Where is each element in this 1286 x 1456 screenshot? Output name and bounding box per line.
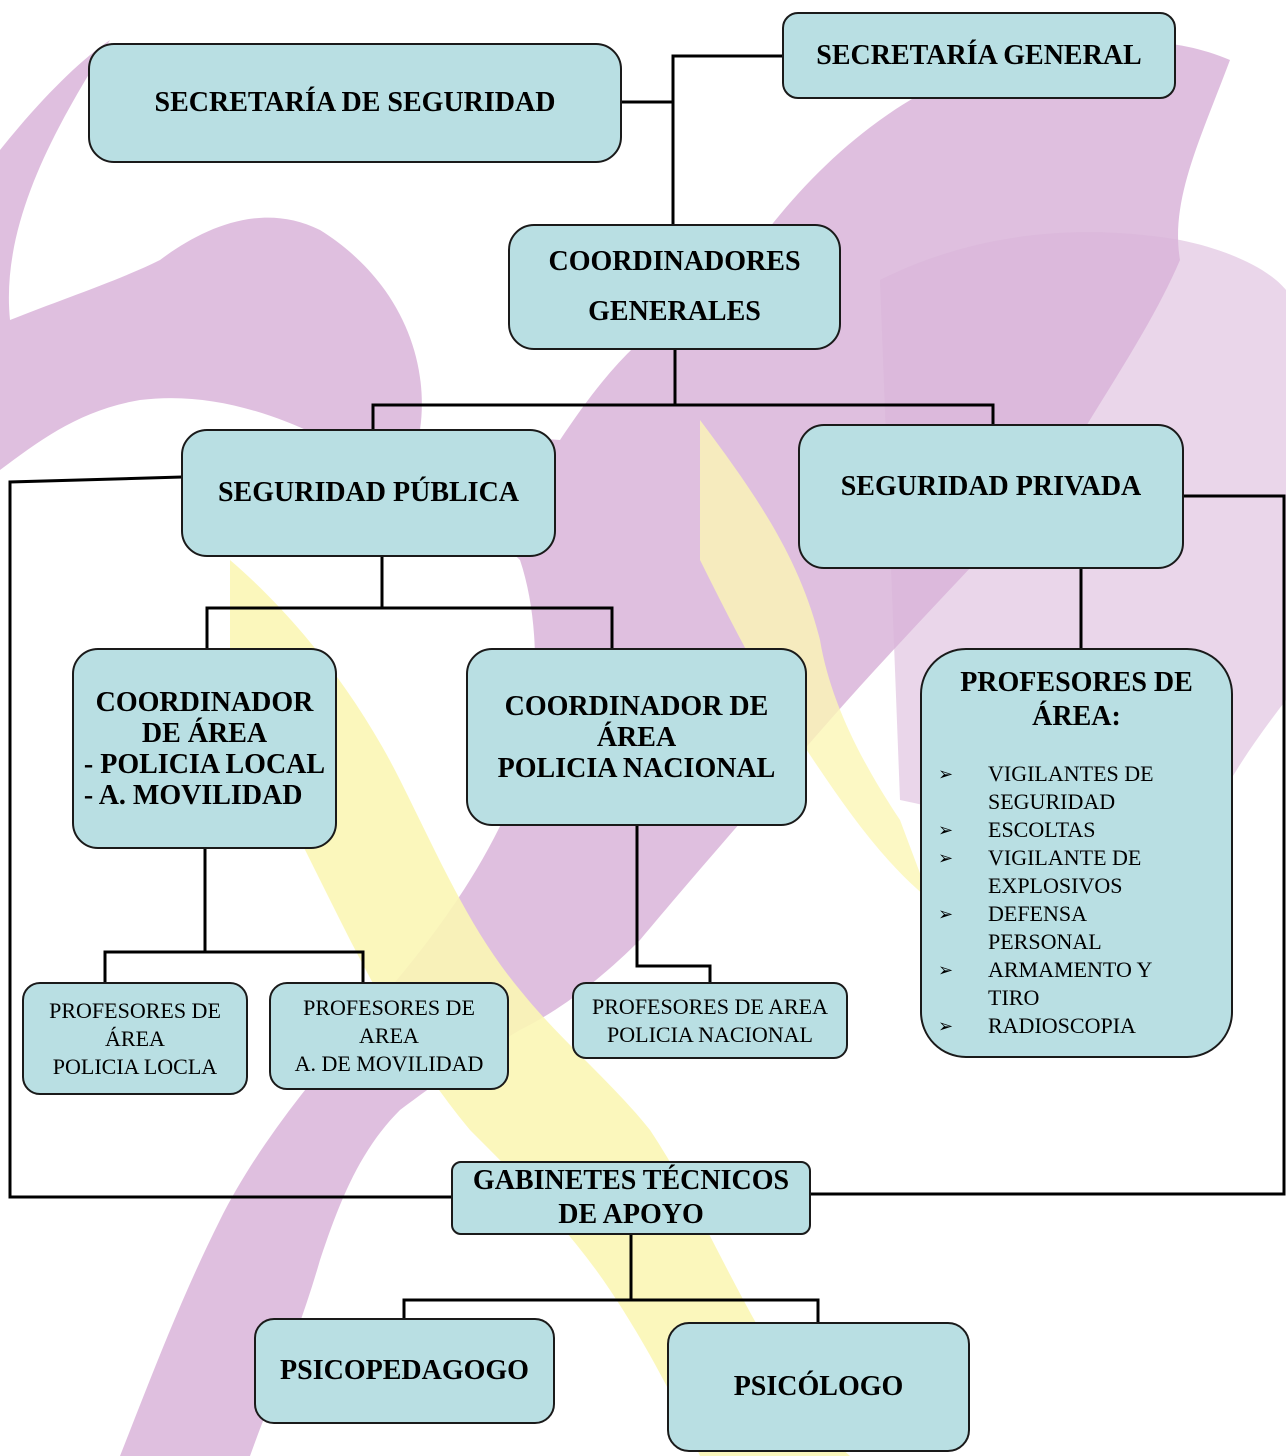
connector-publica-split [205, 557, 384, 648]
box-coordinador-local: COORDINADOR DE ÁREA - POLICIA LOCAL - A.… [72, 648, 337, 849]
box-secretaria-general: SECRETARÍA GENERAL [782, 12, 1176, 99]
connector-coordinadores-split [371, 350, 677, 430]
connector-gabinetes-split [402, 1235, 633, 1318]
arrow-bullet-icon: ➢ [938, 960, 954, 980]
box-label-line: PROFESORES DE AREA [592, 993, 828, 1019]
box-seguridad-publica: SEGURIDAD PÚBLICA [181, 429, 556, 557]
box-label: SECRETARÍA DE SEGURIDAD [154, 87, 556, 118]
connector-gabinetes-psicologo [631, 1298, 820, 1323]
box-gabinetes: GABINETES TÉCNICOS DE APOYO [451, 1161, 811, 1235]
connector-left-loop [8, 475, 452, 1199]
arrow-bullet-icon: ➢ [938, 764, 954, 784]
box-label: SEGURIDAD PÚBLICA [217, 477, 520, 508]
arrow-bullet-icon: ➢ [938, 820, 954, 840]
box-label-line: COORDINADOR DE [504, 690, 769, 722]
list-item: ➢RADIOSCOPIA [938, 1013, 1136, 1038]
box-label-line: DE APOYO [558, 1199, 704, 1230]
box-coordinadores-generales: COORDINADORES GENERALES [508, 224, 841, 350]
connector-publica-nacional [382, 606, 614, 650]
box-label-line: AREA [359, 1023, 419, 1048]
box-label-line: GENERALES [588, 296, 761, 327]
box-label: PSICOPEDAGOGO [280, 1355, 529, 1386]
box-profesores-movilidad: PROFESORES DE AREA A. DE MOVILIDAD [269, 982, 509, 1090]
box-label-line: - A. MOVILIDAD [83, 779, 303, 811]
box-title-line: ÁREA: [1032, 701, 1121, 732]
box-label-line: A. DE MOVILIDAD [294, 1051, 484, 1076]
connector-nacional-profesores [635, 825, 712, 982]
box-label-line: ÁREA [105, 1025, 165, 1051]
box-label: SECRETARÍA GENERAL [816, 39, 1142, 71]
box-label-line: POLICIA LOCLA [52, 1053, 218, 1079]
box-label: SEGURIDAD PRIVADA [840, 471, 1142, 502]
arrow-bullet-icon: ➢ [938, 904, 954, 924]
box-label: PSICÓLOGO [733, 1371, 904, 1402]
box-coordinador-nacional: COORDINADOR DE ÁREA POLICIA NACIONAL [466, 648, 807, 826]
connector-secretarias [622, 54, 782, 104]
box-label-line: ÁREA [596, 721, 677, 753]
box-seguridad-privada: SEGURIDAD PRIVADA [798, 424, 1184, 569]
box-label-line: POLICIA NACIONAL [607, 1021, 813, 1047]
box-psicopedagogo: PSICOPEDAGOGO [254, 1318, 555, 1424]
box-label-line: PROFESORES DE [303, 995, 475, 1020]
box-psicologo: PSICÓLOGO [667, 1322, 970, 1452]
arrow-bullet-icon: ➢ [938, 1016, 954, 1036]
connector-coordinadores-privada [675, 403, 995, 425]
box-profesores-local: PROFESORES DE ÁREA POLICIA LOCLA [22, 982, 248, 1095]
box-label-line: - POLICIA LOCAL [83, 748, 326, 780]
box-label-line: COORDINADORES [548, 246, 801, 277]
list-item: ➢ESCOLTAS [938, 817, 1096, 842]
connector-local-split [103, 849, 207, 982]
box-label-line: POLICIA NACIONAL [497, 752, 776, 784]
box-label-line: DE ÁREA [141, 717, 268, 749]
box-label-line: GABINETES TÉCNICOS [472, 1165, 790, 1196]
connector-right-loop [811, 494, 1286, 1196]
box-label-line: COORDINADOR [95, 686, 314, 718]
connector-local-movilidad [205, 950, 365, 983]
box-title-line: PROFESORES DE [960, 667, 1193, 698]
box-profesores-nacional: PROFESORES DE AREA POLICIA NACIONAL [572, 982, 848, 1059]
box-label-line: PROFESORES DE [49, 997, 221, 1023]
arrow-bullet-icon: ➢ [938, 848, 954, 868]
box-secretaria-seguridad: SECRETARÍA DE SEGURIDAD [88, 43, 622, 163]
